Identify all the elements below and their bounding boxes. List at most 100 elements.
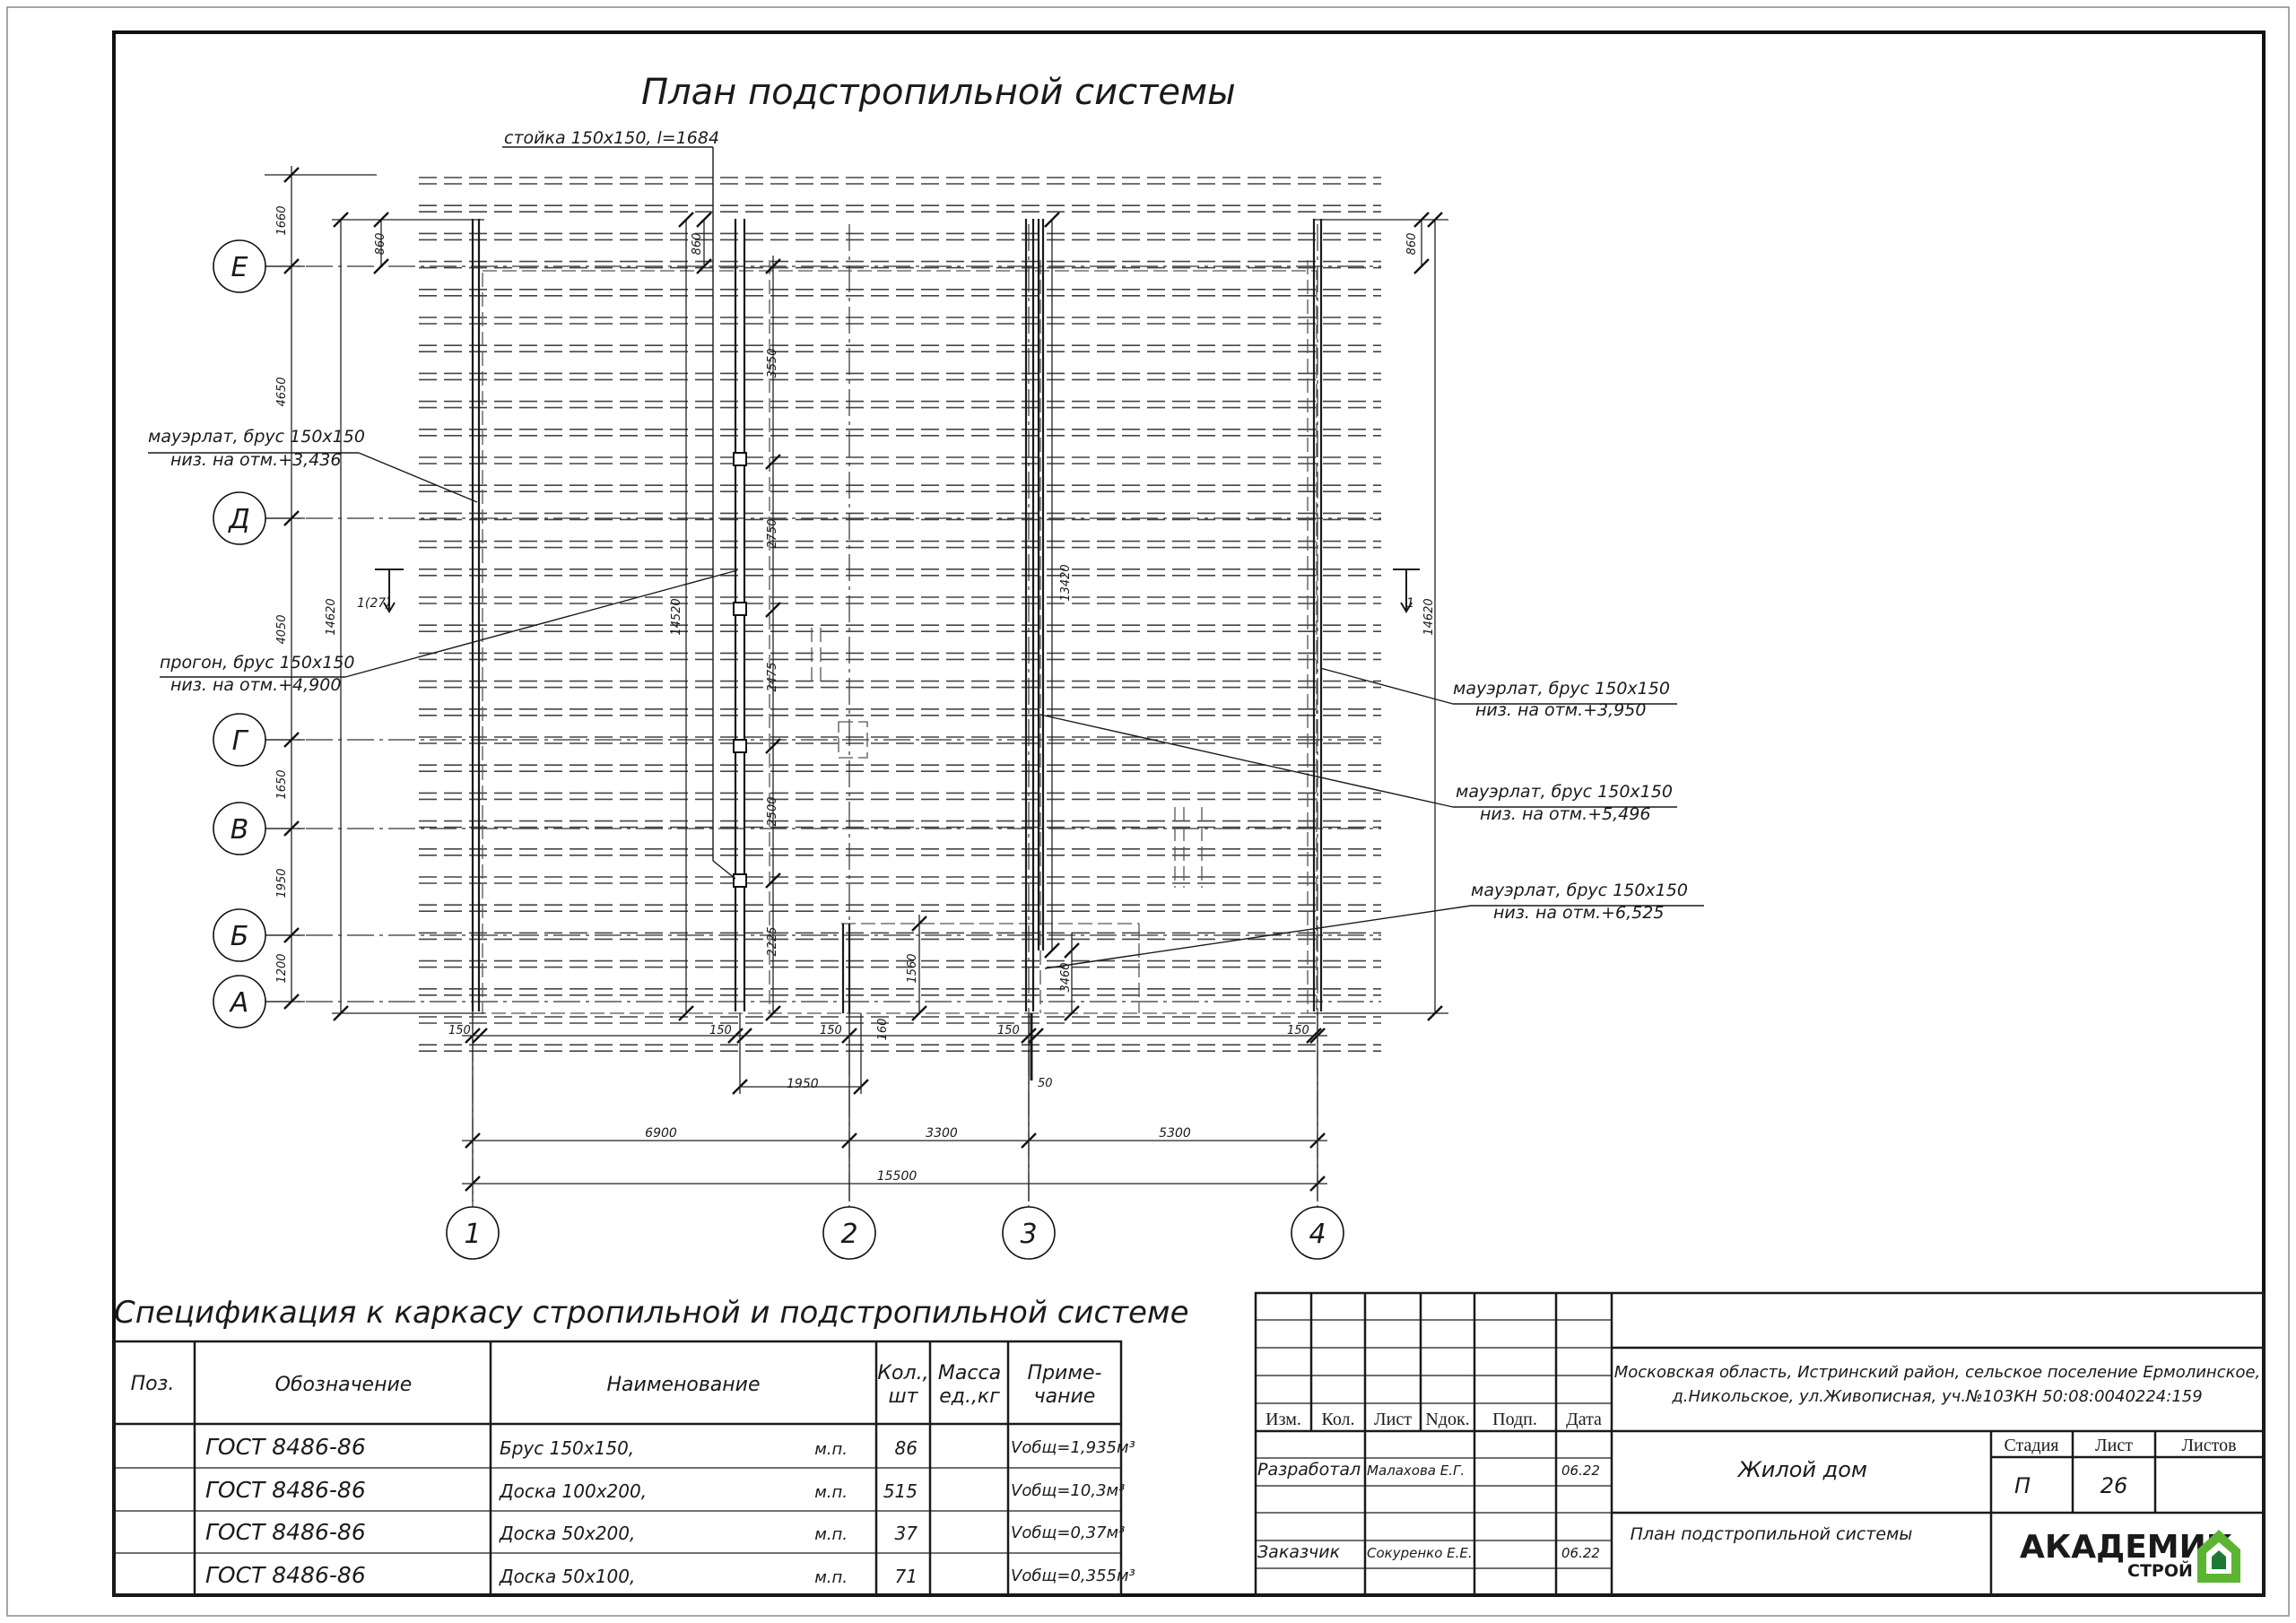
dim-tick (678, 1005, 694, 1021)
dim-tick (765, 872, 781, 889)
dim-150: 150 (709, 1024, 732, 1037)
dim-tick (696, 258, 712, 274)
address-line-2: д.Никольское, ул.Живописная, уч.№103КН 5… (1671, 1387, 2202, 1406)
rafter-lines (419, 177, 1381, 1052)
customer-label: Заказчик (1257, 1542, 1341, 1562)
dim-150: 150 (448, 1024, 471, 1037)
spec-cell-unit: м.п. (814, 1568, 848, 1587)
spec-cell-name: Доска 50х200, (499, 1523, 635, 1544)
spec-cell-note: Vобщ=0,355м³ (1011, 1567, 1135, 1585)
dim-150: 150 (997, 1024, 1020, 1037)
developed-name: Малахова Е.Г. (1367, 1462, 1465, 1479)
customer-name: Сокуренко Е.Е. (1367, 1545, 1473, 1561)
column-axis-lines (472, 224, 1318, 1211)
object-name: Жилой дом (1736, 1457, 1867, 1482)
spec-table: Спецификация к каркасу стропильной и под… (112, 1295, 1189, 1597)
left-dim-chain (265, 166, 1448, 1014)
wall-contour (482, 260, 1318, 1014)
spec-header-note-2: чание (1034, 1385, 1096, 1408)
customer-date: 06.22 (1561, 1545, 1600, 1561)
row-axis-bubbles (213, 239, 266, 1028)
dim-tick (765, 258, 781, 274)
axis-label-row: А (229, 987, 249, 1019)
sheet-title: План подстропильной системы (1631, 1524, 1913, 1544)
developed-label: Разработал (1257, 1460, 1361, 1480)
spec-header-qty-2: шт (889, 1385, 919, 1408)
axis-label-col: 3 (1020, 1219, 1037, 1250)
dim-tick (283, 820, 300, 837)
leader-lines (148, 146, 1704, 969)
dim-left-1650: 1650 (275, 769, 289, 799)
axis-label-row: Е (231, 252, 248, 283)
dim-tick (765, 454, 781, 470)
section-marker-left (375, 568, 404, 613)
dim-total-right: 14620 (1422, 598, 1436, 635)
dim-bottom-5300: 5300 (1159, 1126, 1191, 1141)
col-header-kol: Кол. (1321, 1410, 1354, 1429)
spec-header-mass-2: ед.,кг (939, 1385, 1000, 1408)
dim-purlin: 2750 (766, 518, 779, 548)
dim-150: 150 (820, 1024, 842, 1037)
axis-label-row: В (230, 814, 249, 846)
dim-tick (765, 1005, 781, 1021)
dim-3460: 3460 (1059, 962, 1073, 992)
spec-header-qty-1: Кол., (877, 1362, 928, 1384)
dim-inner-left: 14520 (670, 598, 683, 635)
dim-left-1950: 1950 (275, 868, 289, 898)
dim-tick (333, 212, 349, 228)
section-label-right: 1 (1406, 596, 1414, 611)
col-header-list: Лист (1374, 1410, 1412, 1429)
dim-left-4050: 4050 (275, 614, 289, 644)
spec-cell-qty: 71 (895, 1566, 918, 1587)
dim-860-right: 860 (1405, 233, 1419, 256)
sheets-label: Листов (2181, 1436, 2236, 1455)
spec-header-pos: Поз. (131, 1373, 175, 1395)
dim-tick (373, 212, 389, 228)
spec-cell-name: Доска 50х100, (499, 1566, 635, 1587)
section-label-left: 1(27) (357, 596, 391, 611)
axis-label-col: 4 (1309, 1219, 1326, 1250)
dim-bottom-3300: 3300 (926, 1126, 958, 1141)
dim-tick (1427, 1005, 1443, 1021)
dim-total-left: 14620 (325, 598, 338, 635)
callout-purlin-2: низ. на отм.+4,900 (170, 675, 341, 695)
dim-purlin: 3550 (766, 348, 779, 378)
sheet-label: Лист (2095, 1436, 2133, 1455)
row-axis-lines (265, 265, 1381, 1002)
spec-cell-unit: м.п. (814, 1525, 848, 1544)
spec-cell-note: Vобщ=10,3м³ (1011, 1481, 1125, 1500)
rafter-plan: 1(27) 1 стойка 150х150, l=1684 мауэрлат,… (148, 128, 1704, 1260)
callout-mauerlat-r1-2: низ. на отм.+3,950 (1475, 700, 1646, 720)
spec-header-note-1: Приме- (1028, 1362, 1102, 1384)
dim-1560: 1560 (906, 953, 919, 983)
callout-mauerlat-left-2: низ. на отм.+3,436 (170, 450, 341, 470)
bottom-dims (462, 915, 1327, 1202)
callout-mauerlat-r3-1: мауэрлат, брус 150х150 (1471, 881, 1688, 900)
callout-post: стойка 150х150, l=1684 (504, 128, 719, 148)
stage-value: П (2014, 1473, 2031, 1498)
dim-tick (1044, 942, 1060, 959)
dim-purlin: 2225 (766, 926, 779, 956)
dim-purlin: 2500 (766, 796, 779, 826)
dim-purlin: 2475 (766, 662, 779, 691)
spec-header-name: Наименование (607, 1374, 761, 1396)
spec-cell-unit: м.п. (814, 1440, 848, 1459)
dim-tick (765, 602, 781, 618)
col-header-izm: Изм. (1265, 1410, 1301, 1429)
spec-cell-qty: 515 (883, 1480, 918, 1502)
dim-left-4650: 4650 (275, 377, 289, 406)
dim-tick (765, 738, 781, 754)
dim-860-left: 860 (374, 233, 387, 256)
callout-mauerlat-r2-2: низ. на отм.+5,496 (1480, 804, 1650, 824)
dim-150: 150 (1287, 1024, 1309, 1037)
dim-tick (373, 258, 389, 274)
dim-50: 50 (1038, 1077, 1053, 1090)
stage-label: Стадия (2004, 1436, 2058, 1455)
axis-label-row: Б (230, 921, 249, 952)
sheet-value: 26 (2100, 1473, 2128, 1498)
spec-cell-designation: ГОСТ 8486-86 (205, 1477, 366, 1503)
house-icon (2197, 1530, 2240, 1583)
dim-tick (678, 212, 694, 228)
